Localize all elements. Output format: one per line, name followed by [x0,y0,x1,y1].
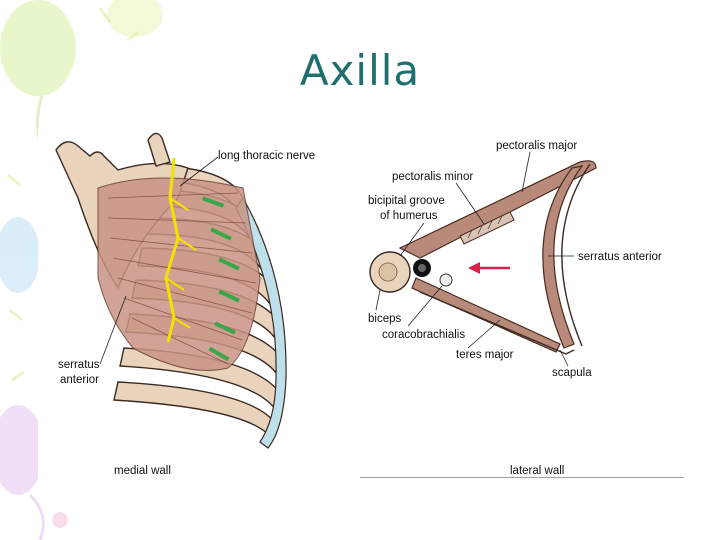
hatch [467,229,473,239]
digitation [218,289,240,303]
confetti-squiggle-2 [127,30,139,42]
confetti-squiggle-4 [9,308,23,322]
pectoralis-minor-muscle [459,211,515,245]
panel-divider [360,477,684,478]
balloon-dot [52,512,68,528]
muscle-digitations [201,196,240,362]
humerus-marrow [378,262,398,282]
fiber [109,237,253,254]
confetti-squiggle-5 [11,370,25,382]
hatch [497,215,503,225]
label-lateral-wall: lateral wall [510,465,564,477]
digitation [214,321,236,335]
teres-major-muscle [411,277,561,353]
label-biceps: biceps [368,313,401,325]
digitation [218,257,240,271]
leader-teres [467,319,501,349]
nerve-branches [165,197,197,329]
digitation [201,196,225,208]
medial-wall-diagram: long thoracic nerve serratus anterior me… [55,132,315,477]
balloon-string-purple [28,493,45,540]
fiber [107,217,247,224]
leader-coraco [407,285,443,327]
serratus-anterior-muscle [97,177,261,371]
leader-pec-major [521,151,531,193]
leader-bicipital [399,222,425,257]
muscle-fibers [107,192,257,365]
confetti-squiggle-3 [7,173,21,187]
fiber [131,317,229,365]
label-pectoralis-major: pectoralis major [496,140,577,152]
label-teres-major: teres major [456,349,514,361]
label-serratus: serratus [58,359,100,371]
leader-pec-minor [455,182,485,225]
hatch [477,225,483,235]
slide-title: Axilla [299,46,421,95]
balloon-green-left [0,0,76,96]
leader-biceps [375,289,381,311]
digitation [210,227,232,241]
label-scapula: scapula [552,367,592,379]
label-medial-wall: medial wall [114,465,171,477]
leader-scapula [559,349,569,367]
medial-wall-panel: long thoracic nerve serratus anterior me… [38,128,334,480]
hatch [487,220,493,230]
label-bicipital-groove-2: of humerus [380,210,438,222]
red-arrow-head [468,262,480,274]
leader-lines [375,151,574,367]
pectoralis-minor-hatch [467,215,503,239]
digitation [208,346,230,362]
leader-serratus [99,295,127,365]
fiber [117,277,253,314]
label-pectoralis-minor: pectoralis minor [392,171,473,183]
chest-wall [561,163,591,347]
balloon-blue-left [0,217,40,293]
label-long-thoracic-nerve: long thoracic nerve [218,150,315,162]
leader-nerve [179,156,219,187]
balloon-purple-left [0,405,44,495]
coracobrachialis-section [439,273,453,287]
fiber [112,257,257,284]
coracoid [147,132,171,167]
costal-cartilage [235,196,287,449]
fiber [107,192,239,199]
axillary-vessel-inner [418,264,426,272]
pectoralis-major-muscle [398,160,597,259]
nerve-branch [173,317,191,329]
lateral-wall-diagram: pectoralis major pectoralis minor bicipi… [368,140,662,477]
long-thoracic-nerve [164,157,180,343]
fiber [123,297,243,341]
serratus-anterior-muscle [542,165,584,349]
lateral-wall-panel: pectoralis major pectoralis minor bicipi… [360,128,684,480]
confetti-squiggle-1 [98,7,112,23]
label-serratus-anterior: serratus anterior [578,251,662,263]
label-coracobrachialis: coracobrachialis [382,329,465,341]
label-bicipital-groove-1: bicipital groove [368,195,445,207]
nerve-branch [165,277,185,291]
scapula [419,291,575,355]
nerve-branch [177,237,197,251]
balloon-green-top [107,0,163,37]
label-anterior: anterior [60,374,99,386]
nerve-branch [169,197,189,211]
